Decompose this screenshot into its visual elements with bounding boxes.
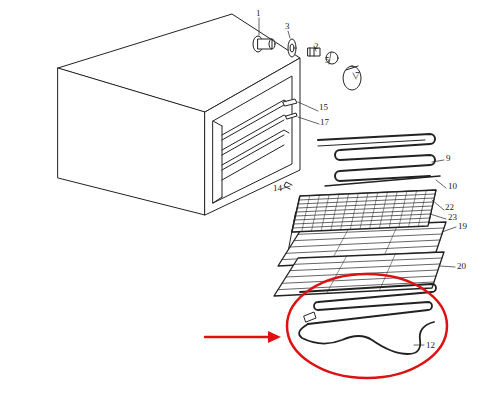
pointer-arrow [205,331,281,343]
callout-number: 23 [448,212,457,222]
callout-number: 3 [285,21,290,31]
callout-number: 17 [320,117,329,127]
oven-cavity [58,14,300,215]
broil-element [318,134,440,186]
callout-number: 19 [458,221,467,231]
callout-number: 7 [355,70,360,80]
callout-number: 10 [448,181,457,191]
callout-number: 12 [426,340,435,350]
callout-number: 15 [319,102,328,112]
highlight-circle [287,274,447,378]
callout-number: 22 [445,202,454,212]
oven-racks [274,190,446,296]
leader-lines [259,18,456,345]
callout-number: 9 [446,153,451,163]
callout-number: 1 [256,8,261,18]
callout-number: 14 [273,183,282,193]
callout-number: 2 [314,41,319,51]
callout-number: 20 [457,261,466,271]
bake-element [299,284,436,354]
lamp-assembly [253,36,361,189]
callout-number: 5 [325,55,330,65]
